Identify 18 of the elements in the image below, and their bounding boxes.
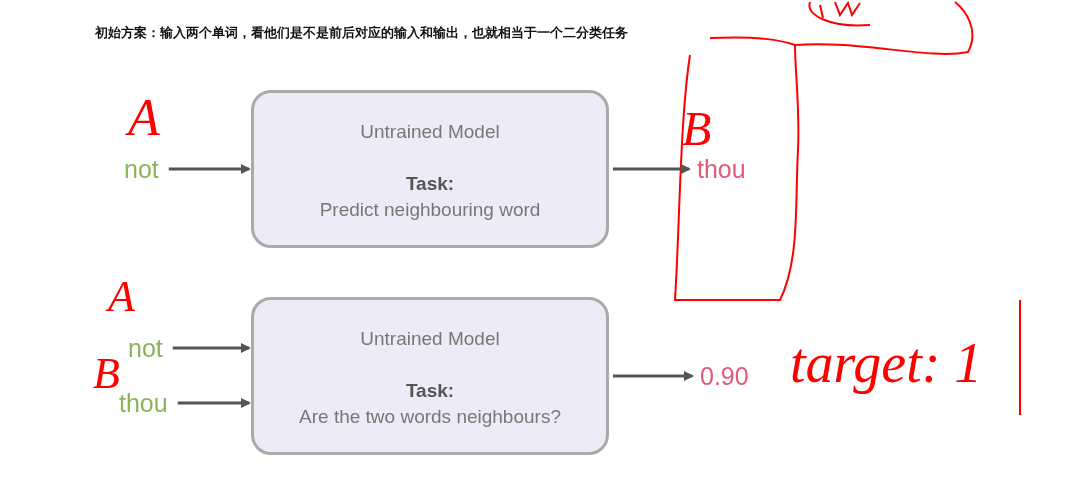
arrow <box>172 343 251 353</box>
output-value: thou <box>691 154 752 184</box>
model-box <box>251 297 609 455</box>
input-word: not <box>118 154 165 184</box>
task-text: Predict neighbouring word <box>318 199 542 221</box>
model-name: Untrained Model <box>359 328 501 350</box>
input-word: not <box>122 333 169 363</box>
arrow <box>613 164 691 174</box>
output-value: 0.90 <box>694 361 755 391</box>
arrow <box>177 398 251 408</box>
task-heading: Task: <box>404 173 456 195</box>
task-text: Are the two words neighbours? <box>298 406 562 428</box>
arrow <box>168 164 251 174</box>
arrow <box>613 371 694 381</box>
title: 初始方案：输入两个单词，看他们是不是前后对应的输入和输出，也就相当于一个二分类任务 <box>95 24 628 42</box>
task-heading: Task: <box>404 380 456 402</box>
model-box <box>251 90 609 248</box>
model-name: Untrained Model <box>359 121 501 143</box>
